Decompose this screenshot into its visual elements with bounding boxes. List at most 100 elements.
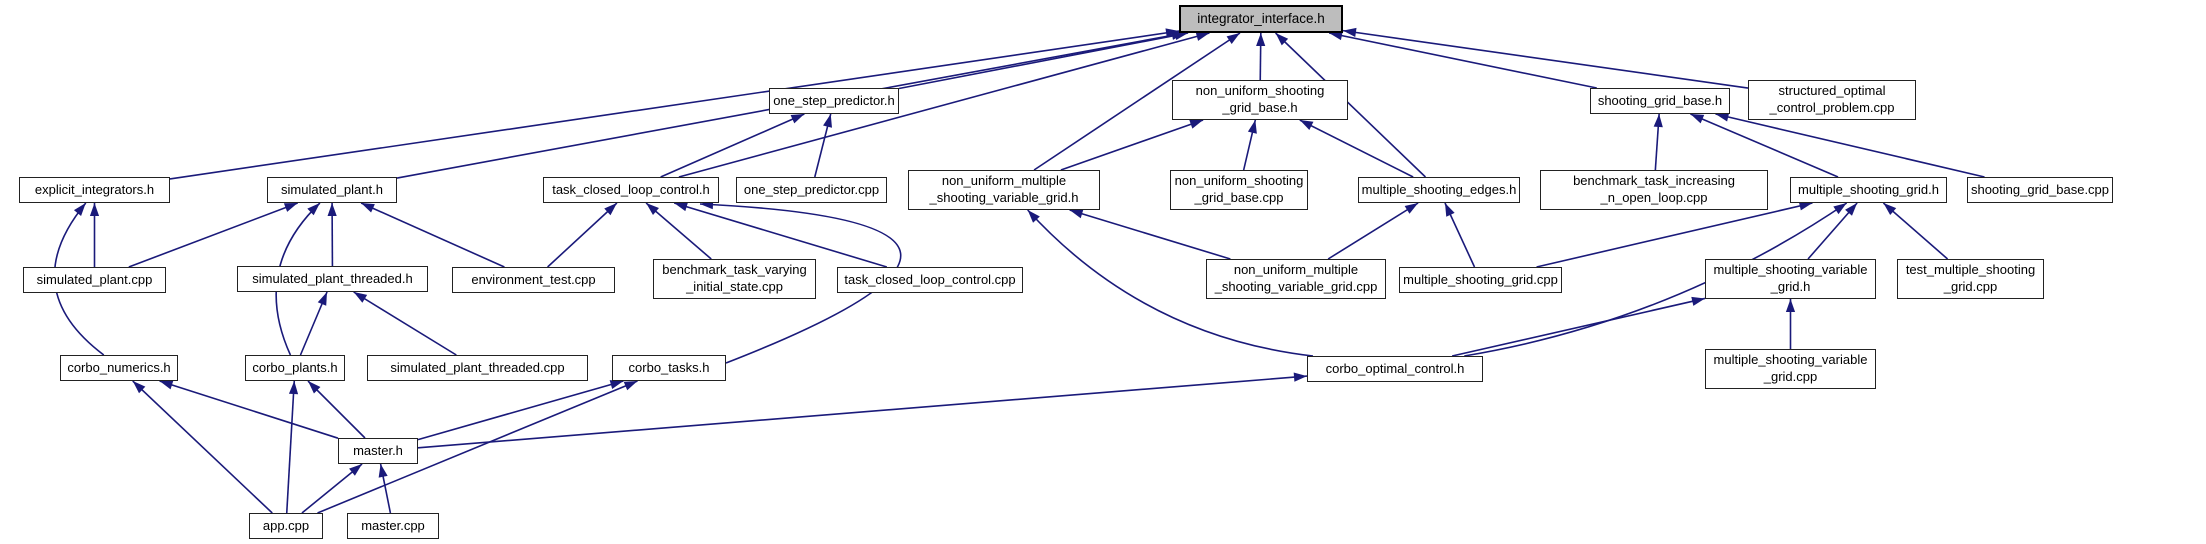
arrowhead-environment_test_cpp--simulated_plant_h xyxy=(361,203,375,213)
node-corbo_plants_h[interactable]: corbo_plants.h xyxy=(245,355,345,381)
edge-app_cpp--corbo_tasks_h xyxy=(317,380,638,514)
arrowhead-simulated_plant_cpp--explicit_integrators_h xyxy=(89,203,100,216)
arrowhead-corbo_plants_h--simulated_plant_h xyxy=(307,203,320,216)
node-app_cpp[interactable]: app.cpp xyxy=(249,513,323,539)
node-shooting_grid_base_cpp[interactable]: shooting_grid_base.cpp xyxy=(1967,177,2113,203)
node-non_uniform_shooting_grid_base_cpp[interactable]: non_uniform_shooting _grid_base.cpp xyxy=(1170,170,1308,210)
node-task_closed_loop_control_cpp[interactable]: task_closed_loop_control.cpp xyxy=(837,267,1023,293)
edge-master_h--corbo_numerics_h xyxy=(159,380,339,439)
arrowhead-app_cpp--corbo_numerics_h xyxy=(132,381,146,394)
node-simulated_plant_threaded_h[interactable]: simulated_plant_threaded.h xyxy=(237,266,428,292)
arrowhead-master_h--corbo_numerics_h xyxy=(159,380,174,390)
arrowhead-corbo_optimal_control_h--multiple_shooting_grid_h xyxy=(1833,203,1847,215)
node-corbo_optimal_control_h[interactable]: corbo_optimal_control.h xyxy=(1307,356,1483,382)
arrowhead-multiple_shooting_grid_h--shooting_grid_base_h xyxy=(1690,114,1705,124)
edge-non_uniform_multiple_shooting_variable_grid_cpp--non_uniform_multiple_shooting_variable_grid_h xyxy=(1069,209,1231,260)
node-benchmark_task_varying_initial_state_cpp[interactable]: benchmark_task_varying _initial_state.cp… xyxy=(653,259,816,299)
arrowhead-non_uniform_multiple_shooting_variable_grid_h--integrator_interface_h xyxy=(1226,33,1240,45)
node-multiple_shooting_variable_grid_cpp[interactable]: multiple_shooting_variable _grid.cpp xyxy=(1705,349,1876,389)
node-benchmark_task_increasing_n_open_loop_cpp[interactable]: benchmark_task_increasing _n_open_loop.c… xyxy=(1540,170,1768,210)
arrowhead-benchmark_task_increasing_n_open_loop_cpp--shooting_grid_base_h xyxy=(1653,114,1663,128)
arrowhead-environment_test_cpp--task_closed_loop_control_h xyxy=(604,203,617,216)
edge-non_uniform_multiple_shooting_variable_grid_h--integrator_interface_h xyxy=(1033,32,1241,171)
edge-non_uniform_multiple_shooting_variable_grid_cpp--multiple_shooting_edges_h xyxy=(1327,202,1419,260)
edge-corbo_optimal_control_h--non_uniform_multiple_shooting_variable_grid_h xyxy=(1027,209,1314,357)
edge-structured_optimal_control_problem_cpp--integrator_interface_h xyxy=(1342,29,1749,89)
node-non_uniform_multiple_shooting_variable_grid_cpp[interactable]: non_uniform_multiple _shooting_variable_… xyxy=(1206,259,1386,299)
arrowhead-master_h--corbo_plants_h xyxy=(308,381,321,394)
node-corbo_tasks_h[interactable]: corbo_tasks.h xyxy=(612,355,726,381)
edge-multiple_shooting_grid_h--shooting_grid_base_h xyxy=(1690,113,1839,178)
edge-non_uniform_multiple_shooting_variable_grid_h--non_uniform_shooting_grid_base_h xyxy=(1060,119,1204,171)
arrowhead-multiple_shooting_grid_cpp--multiple_shooting_grid_h xyxy=(1798,201,1813,211)
arrowhead-non_uniform_multiple_shooting_variable_grid_h--non_uniform_shooting_grid_base_h xyxy=(1189,119,1204,129)
node-multiple_shooting_grid_h[interactable]: multiple_shooting_grid.h xyxy=(1790,177,1947,203)
arrowhead-non_uniform_shooting_grid_base_h--integrator_interface_h xyxy=(1256,33,1266,47)
node-environment_test_cpp[interactable]: environment_test.cpp xyxy=(452,267,615,293)
arrowhead-multiple_shooting_edges_h--integrator_interface_h xyxy=(1275,33,1289,46)
edge-multiple_shooting_edges_h--non_uniform_shooting_grid_base_h xyxy=(1299,119,1414,178)
node-task_closed_loop_control_h[interactable]: task_closed_loop_control.h xyxy=(543,177,719,203)
edge-app_cpp--corbo_numerics_h xyxy=(132,380,273,514)
arrowhead-corbo_optimal_control_h--multiple_shooting_variable_grid_h xyxy=(1691,296,1705,306)
arrowhead-test_multiple_shooting_grid_cpp--multiple_shooting_grid_h xyxy=(1883,203,1897,216)
arrowhead-simulated_plant_threaded_cpp--simulated_plant_threaded_h xyxy=(353,292,368,303)
arrowhead-master_cpp--master_h xyxy=(378,464,388,478)
arrowhead-task_closed_loop_control_cpp--task_closed_loop_control_h xyxy=(674,202,688,212)
arrowhead-master_h--corbo_optimal_control_h xyxy=(1293,372,1307,382)
arrowhead-task_closed_loop_control_h--integrator_interface_h xyxy=(1195,31,1210,41)
arrowhead-multiple_shooting_variable_grid_h--multiple_shooting_grid_h xyxy=(1845,203,1858,216)
arrowhead-multiple_shooting_variable_grid_cpp--multiple_shooting_variable_grid_h xyxy=(1785,299,1796,312)
edge-simulated_plant_threaded_cpp--simulated_plant_threaded_h xyxy=(353,291,457,356)
arrowhead-corbo_optimal_control_h--non_uniform_multiple_shooting_variable_grid_h xyxy=(1027,210,1040,223)
node-structured_optimal_control_problem_cpp[interactable]: structured_optimal _control_problem.cpp xyxy=(1748,80,1916,120)
node-shooting_grid_base_h[interactable]: shooting_grid_base.h xyxy=(1590,88,1730,114)
edge-corbo_optimal_control_h--multiple_shooting_variable_grid_h xyxy=(1451,297,1706,357)
node-non_uniform_multiple_shooting_variable_grid_h[interactable]: non_uniform_multiple _shooting_variable_… xyxy=(908,170,1100,210)
arrowhead-non_uniform_multiple_shooting_variable_grid_cpp--non_uniform_multiple_shooting_variable_grid_h xyxy=(1069,209,1084,219)
node-simulated_plant_threaded_cpp[interactable]: simulated_plant_threaded.cpp xyxy=(367,355,588,381)
arrowhead-one_step_predictor_cpp--one_step_predictor_h xyxy=(823,114,832,128)
edge-explicit_integrators_h--integrator_interface_h xyxy=(169,30,1180,180)
arrowhead-app_cpp--corbo_tasks_h xyxy=(623,381,638,391)
edge-one_step_predictor_h--integrator_interface_h xyxy=(898,32,1189,90)
node-multiple_shooting_edges_h[interactable]: multiple_shooting_edges.h xyxy=(1358,177,1520,203)
node-integrator_interface_h[interactable]: integrator_interface.h xyxy=(1179,5,1343,33)
arrowhead-one_step_predictor_h--integrator_interface_h xyxy=(1174,30,1189,40)
node-master_cpp[interactable]: master.cpp xyxy=(347,513,439,539)
arrowhead-app_cpp--corbo_plants_h xyxy=(288,381,299,395)
node-explicit_integrators_h[interactable]: explicit_integrators.h xyxy=(19,177,170,203)
edge-master_h--corbo_optimal_control_h xyxy=(417,375,1308,449)
edge-benchmark_task_varying_initial_state_cpp--task_closed_loop_control_h xyxy=(645,202,712,260)
node-simulated_plant_h[interactable]: simulated_plant.h xyxy=(267,177,397,203)
arrowhead-non_uniform_multiple_shooting_variable_grid_cpp--multiple_shooting_edges_h xyxy=(1404,203,1419,214)
edge-environment_test_cpp--simulated_plant_h xyxy=(360,202,505,268)
node-one_step_predictor_h[interactable]: one_step_predictor.h xyxy=(769,88,899,114)
arrowhead-task_closed_loop_control_h--one_step_predictor_h xyxy=(790,114,805,124)
node-master_h[interactable]: master.h xyxy=(338,438,418,464)
arrowhead-benchmark_task_varying_initial_state_cpp--task_closed_loop_control_h xyxy=(646,203,659,215)
node-multiple_shooting_grid_cpp[interactable]: multiple_shooting_grid.cpp xyxy=(1399,267,1562,293)
node-corbo_numerics_h[interactable]: corbo_numerics.h xyxy=(60,355,178,381)
arrowhead-master_h--corbo_tasks_h xyxy=(609,380,624,389)
edge-environment_test_cpp--task_closed_loop_control_h xyxy=(547,202,618,268)
arrowhead-shooting_grid_base_h--integrator_interface_h xyxy=(1329,31,1343,41)
node-test_multiple_shooting_grid_cpp[interactable]: test_multiple_shooting _grid.cpp xyxy=(1897,259,2044,299)
arrowhead-shooting_grid_base_cpp--shooting_grid_base_h xyxy=(1715,112,1730,122)
edge-task_closed_loop_control_h--integrator_interface_h xyxy=(678,32,1210,178)
edge-shooting_grid_base_h--integrator_interface_h xyxy=(1328,32,1597,89)
arrowhead-multiple_shooting_grid_cpp--multiple_shooting_edges_h xyxy=(1444,203,1455,217)
arrowhead-app_cpp--master_h xyxy=(349,464,363,476)
edge-task_closed_loop_control_cpp--task_closed_loop_control_h xyxy=(673,202,888,268)
edge-shooting_grid_base_cpp--shooting_grid_base_h xyxy=(1715,113,1985,178)
edge-task_closed_loop_control_h--one_step_predictor_h xyxy=(660,113,805,178)
edge-master_h--corbo_plants_h xyxy=(307,380,366,439)
arrowhead-corbo_numerics_h--explicit_integrators_h xyxy=(73,203,86,216)
node-simulated_plant_cpp[interactable]: simulated_plant.cpp xyxy=(23,267,166,293)
node-non_uniform_shooting_grid_base_h[interactable]: non_uniform_shooting _grid_base.h xyxy=(1172,80,1348,120)
node-one_step_predictor_cpp[interactable]: one_step_predictor.cpp xyxy=(736,177,887,203)
edge-master_h--corbo_tasks_h xyxy=(417,380,624,441)
node-multiple_shooting_variable_grid_h[interactable]: multiple_shooting_variable _grid.h xyxy=(1705,259,1876,299)
edge-corbo_tasks_h--task_closed_loop_control_h xyxy=(699,203,902,364)
